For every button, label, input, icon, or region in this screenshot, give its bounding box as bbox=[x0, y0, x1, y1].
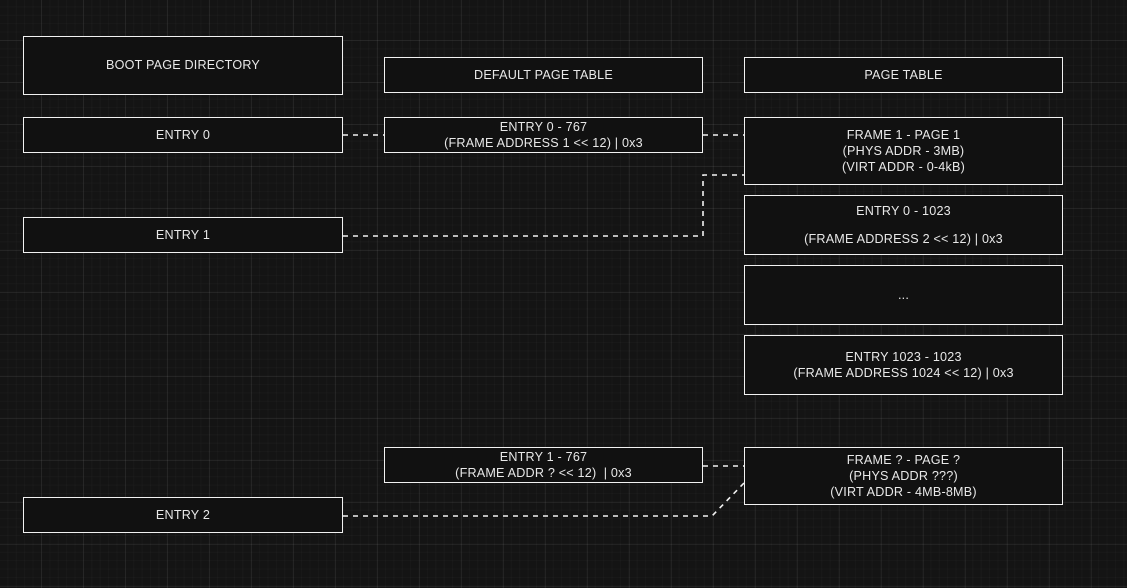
pt-frame-q-page-q-line-2: (VIRT ADDR - 4MB-8MB) bbox=[830, 485, 977, 500]
default-pt-entry-1-767-line-0: ENTRY 1 - 767 bbox=[499, 449, 588, 464]
default-pt-entry-0-767[interactable]: ENTRY 0 - 767 (FRAME ADDRESS 1 << 12) | 0… bbox=[384, 117, 703, 153]
default-pt-entry-0-767-line-1: (FRAME ADDRESS 1 << 12) | 0x3 bbox=[444, 136, 643, 150]
boot-pd-entry-0[interactable]: ENTRY 0 bbox=[23, 117, 343, 153]
boot-pd-entry-1[interactable]: ENTRY 1 bbox=[23, 217, 343, 253]
boot-pd-entry-2-line-0: ENTRY 2 bbox=[155, 507, 211, 522]
default-pt-entry-1-767-line-1: (FRAME ADDR ? << 12) | 0x3 bbox=[455, 466, 632, 480]
pt-ellipsis[interactable]: ... bbox=[744, 265, 1063, 325]
pt-entry-0-1023-line-0: ENTRY 0 - 1023 bbox=[856, 204, 951, 219]
pt-frame-q-page-q-line-1: (PHYS ADDR ???) bbox=[849, 468, 958, 483]
pt-entry-0-1023-line-1: (FRAME ADDRESS 2 << 12) | 0x3 bbox=[804, 231, 1003, 246]
boot-pd-entry-1-line-0: ENTRY 1 bbox=[155, 227, 211, 242]
default-page-table-header-line-0: DEFAULT PAGE TABLE bbox=[474, 67, 613, 82]
pt-frame-q-page-q[interactable]: FRAME ? - PAGE ?(PHYS ADDR ???) (VIRT ADD… bbox=[744, 447, 1063, 505]
pt-frame-1-page-1-line-2: (VIRT ADDR - 0-4kB) bbox=[842, 160, 965, 175]
edge-entry1-to-frame1 bbox=[343, 174, 744, 237]
pt-entry-1023-1023-line-1: (FRAME ADDRESS 1024 << 12) | 0x3 bbox=[793, 366, 1014, 380]
default-page-table-header[interactable]: DEFAULT PAGE TABLE bbox=[384, 57, 703, 93]
pt-ellipsis-line-0: ... bbox=[897, 287, 910, 302]
pt-frame-q-page-q-line-0: FRAME ? - PAGE ? bbox=[846, 452, 961, 467]
pt-frame-1-page-1-line-1: (PHYS ADDR - 3MB) bbox=[842, 143, 965, 158]
boot-pd-entry-0-line-0: ENTRY 0 bbox=[155, 127, 211, 142]
pt-entry-0-1023[interactable]: ENTRY 0 - 1023 (FRAME ADDRESS 2 << 12) | … bbox=[744, 195, 1063, 255]
edge-entry2-to-frameq bbox=[343, 482, 745, 517]
default-pt-entry-0-767-line-0: ENTRY 0 - 767 bbox=[499, 119, 588, 134]
pt-entry-1023-1023[interactable]: ENTRY 1023 - 1023 (FRAME ADDRESS 1024 << … bbox=[744, 335, 1063, 395]
default-pt-entry-1-767[interactable]: ENTRY 1 - 767 (FRAME ADDR ? << 12) | 0x3 bbox=[384, 447, 703, 483]
boot-page-directory-header-line-0: BOOT PAGE DIRECTORY bbox=[105, 58, 261, 73]
pt-frame-1-page-1-line-0: FRAME 1 - PAGE 1 bbox=[846, 127, 961, 142]
page-table-header-line-0: PAGE TABLE bbox=[864, 67, 943, 82]
pt-frame-1-page-1[interactable]: FRAME 1 - PAGE 1(PHYS ADDR - 3MB) (VIRT A… bbox=[744, 117, 1063, 185]
boot-pd-entry-2[interactable]: ENTRY 2 bbox=[23, 497, 343, 533]
boot-page-directory-header[interactable]: BOOT PAGE DIRECTORY bbox=[23, 36, 343, 95]
page-table-header[interactable]: PAGE TABLE bbox=[744, 57, 1063, 93]
pt-entry-1023-1023-line-0: ENTRY 1023 - 1023 bbox=[845, 349, 962, 364]
